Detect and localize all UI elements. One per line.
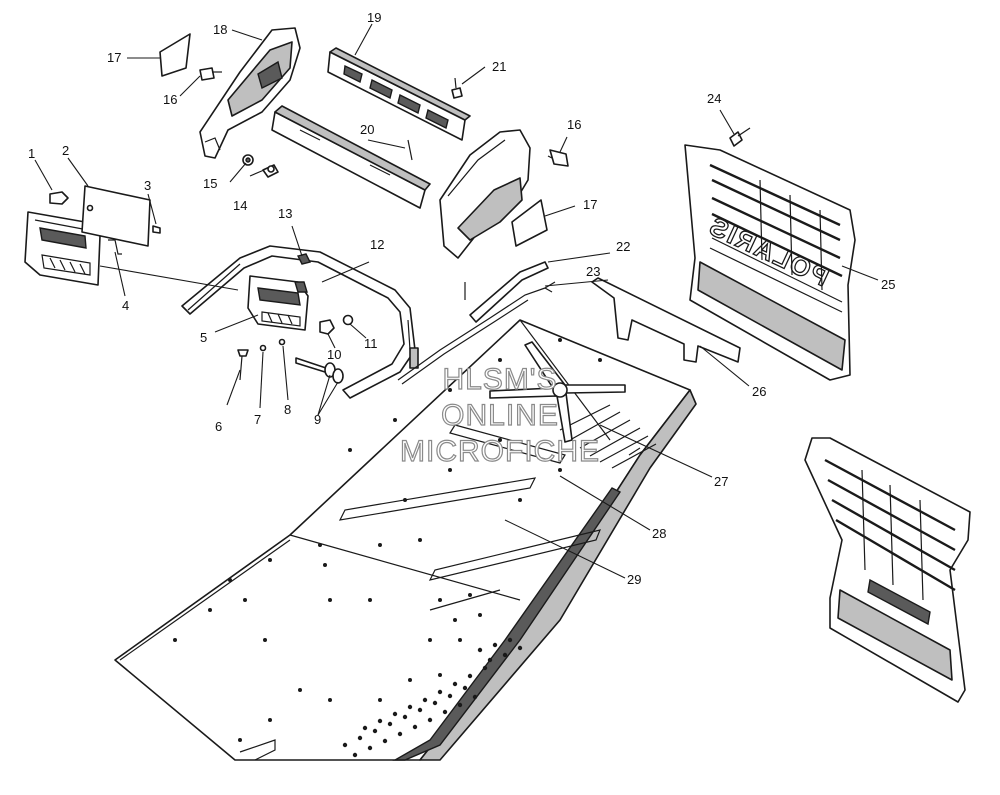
leader-lines (34, 23, 879, 579)
callout-8: 8 (284, 402, 291, 417)
callout-28: 28 (652, 526, 666, 541)
callout-15: 15 (203, 176, 217, 191)
callout-labels: 1 2 3 4 5 6 7 8 9 10 11 12 13 14 15 16 1… (28, 10, 895, 587)
callout-19: 19 (367, 10, 381, 25)
callout-24: 24 (707, 91, 721, 106)
part-17-reflector-left (159, 33, 191, 77)
part-4-taillight-housing (24, 211, 101, 286)
snowflap-alt (804, 437, 971, 703)
vent-holes (342, 637, 523, 758)
part-4-wire (108, 239, 122, 255)
part-side-cover-right (439, 129, 531, 259)
part-19-bracket-upper (327, 47, 471, 141)
callout-2: 2 (62, 143, 69, 158)
callout-16: 16 (163, 92, 177, 107)
part-12-rail (181, 245, 419, 399)
callout-18: 18 (213, 22, 227, 37)
part-1-bulb (49, 191, 69, 205)
callout-11: 11 (364, 336, 378, 351)
part-8-washer (278, 338, 286, 346)
callout-10: 10 (327, 347, 341, 362)
part-18-side-cover-left (199, 27, 301, 159)
watermark: HLSM'S ONLINE MICROFICHE (399, 362, 600, 468)
part-2-lens (81, 185, 151, 247)
part-9-bolts (295, 357, 344, 384)
callout-26: 26 (752, 384, 766, 399)
callout-14: 14 (233, 198, 247, 213)
callout-16b: 16 (567, 117, 581, 132)
part-16-bolt-left (199, 67, 222, 81)
part-25-mud-flap: POLARIS (684, 144, 856, 381)
callout-25: 25 (881, 277, 895, 292)
callout-9: 9 (314, 412, 321, 427)
part-22-brace (464, 261, 549, 323)
part-6-bolt (237, 349, 249, 381)
callout-17b: 17 (583, 197, 597, 212)
callout-13: 13 (278, 206, 292, 221)
callout-29: 29 (627, 572, 641, 587)
part-13-bumper-clip (296, 253, 312, 265)
part-21-screw (451, 77, 463, 99)
callout-27: 27 (714, 474, 728, 489)
part-17-reflector-right (511, 199, 548, 247)
part-28-strip (628, 447, 641, 456)
callout-17: 17 (107, 50, 121, 65)
part-20-bracket-lower (271, 105, 431, 209)
callout-22: 22 (616, 239, 630, 254)
part-7-washer (259, 344, 267, 352)
callout-7: 7 (254, 412, 261, 427)
part-3-screw (152, 225, 161, 234)
callout-23: 23 (586, 264, 600, 279)
callout-1: 1 (28, 146, 35, 161)
callout-21: 21 (492, 59, 506, 74)
part-24-screw (729, 127, 751, 147)
part-14-rivet (262, 164, 279, 178)
watermark-line-1: HLSM'S (442, 363, 557, 396)
part-5-lamp (247, 275, 309, 331)
part-11-nut (342, 314, 354, 326)
watermark-line-2: ONLINE (441, 399, 559, 432)
callout-20: 20 (360, 122, 374, 137)
part-10-nut (319, 319, 335, 335)
callout-6: 6 (215, 419, 222, 434)
part-15-washer (242, 154, 254, 166)
part-27-brace (489, 341, 626, 443)
tunnel (114, 319, 697, 761)
callout-3: 3 (144, 178, 151, 193)
part-26-plate (591, 277, 741, 363)
part-16-bolt-right (547, 149, 569, 167)
watermark-line-3: MICROFICHE (400, 435, 600, 468)
callout-12: 12 (370, 237, 384, 252)
callout-4: 4 (122, 298, 129, 313)
callout-5: 5 (200, 330, 207, 345)
